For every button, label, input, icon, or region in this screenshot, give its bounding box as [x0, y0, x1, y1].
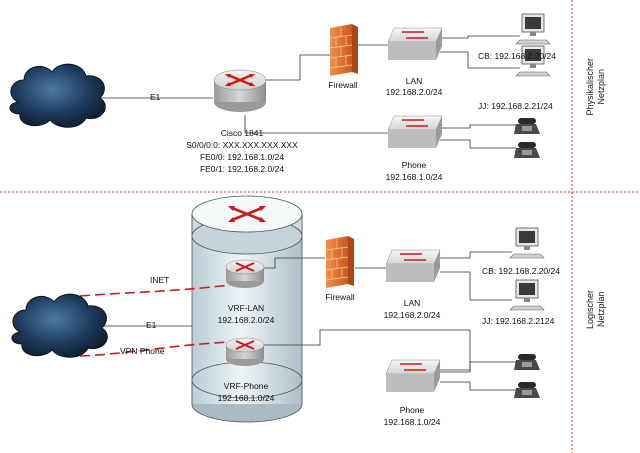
- physical-side-label: Physikalischer Netzplan: [585, 58, 606, 116]
- physical-cb-label: CB: 192.168.2.20/24: [478, 51, 556, 61]
- logical-phone-net: 192.168.1.0/24: [383, 417, 441, 427]
- firewall-icon: [325, 236, 354, 288]
- ip-phone-icon: [514, 382, 540, 398]
- logical-jj-label: JJ: 192.168.2.2124: [482, 316, 555, 326]
- pc-jj-icon: [515, 45, 551, 77]
- logical-inet-label: INET: [150, 275, 170, 285]
- physical-jj-label: JJ: 192.168.2.21/24: [478, 101, 553, 111]
- ip-phone-icon: [514, 118, 540, 134]
- logical-cb-label: CB: 192.168.2.20/24: [482, 266, 560, 276]
- vrf-lan-net: 192.168.2.0/24: [217, 315, 275, 325]
- physical-firewall-label: Firewall: [328, 80, 358, 90]
- router-serial: S0/0/0:0: XXX.XXX.XXX.XXX: [186, 140, 298, 150]
- vrf-phone-label: VRF-Phone: [223, 381, 269, 391]
- logical-lan-net: 192.168.2.0/24: [383, 310, 441, 320]
- physical-connections: [100, 35, 520, 149]
- pc-cb-icon: [515, 13, 551, 45]
- router-fe00: FE0/0: 192.168.1.0/24: [199, 152, 285, 162]
- cloud-icon: [9, 63, 106, 128]
- phone-switch-icon: [385, 359, 441, 392]
- logical-vpn-label: VPN Phone: [120, 346, 165, 356]
- logical-connections: [102, 251, 516, 391]
- router-name: Cisco 1841: [220, 128, 264, 138]
- phone-switch-icon: [387, 115, 443, 148]
- vrf-lan-router-icon: [225, 259, 265, 288]
- logical-lan-label: LAN: [403, 298, 421, 308]
- router-fe01: FE0/1: 192.168.2.0/24: [199, 164, 285, 174]
- logical-phone-label: Phone: [399, 405, 425, 415]
- vrf-phone-router-icon: [225, 337, 265, 366]
- firewall-icon: [329, 24, 358, 76]
- router-cylinder: [191, 195, 303, 423]
- physical-lan-net: 192.168.2.0/24: [385, 87, 443, 97]
- ip-phone-icon: [514, 354, 540, 370]
- vrf-phone-net: 192.168.1.0/24: [217, 393, 275, 403]
- router-icon: [213, 69, 267, 112]
- physical-phone-net: 192.168.1.0/24: [385, 172, 443, 182]
- logical-e1-label: E1: [146, 320, 157, 330]
- physical-phone-label: Phone: [401, 160, 427, 170]
- ip-phone-icon: [514, 142, 540, 158]
- lan-switch-icon: [385, 249, 441, 282]
- pc-jj-icon: [509, 279, 545, 311]
- logical-firewall-label: Firewall: [325, 292, 355, 302]
- pc-cb-icon: [509, 227, 545, 259]
- lan-switch-icon: [387, 27, 443, 60]
- logical-side-label: Logischer Netzplan: [585, 290, 606, 330]
- vpn-connections: [79, 284, 231, 357]
- physical-lan-label: LAN: [405, 76, 423, 86]
- vrf-lan-label: VRF-LAN: [227, 303, 265, 313]
- cloud-icon: [11, 293, 108, 358]
- physical-e1-label: E1: [150, 92, 161, 102]
